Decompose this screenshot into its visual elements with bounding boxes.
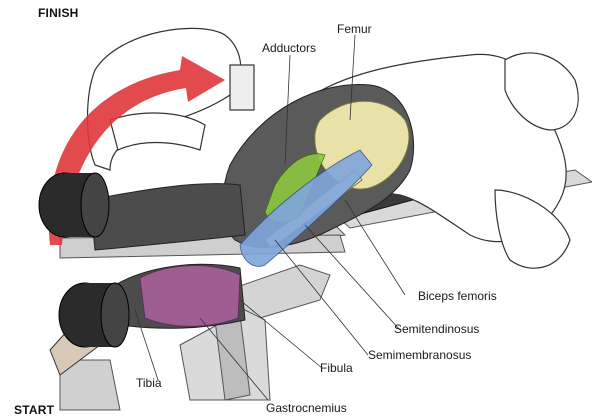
- femur-label: Femur: [337, 22, 372, 36]
- finish-label: FINISH: [38, 6, 79, 20]
- start-label: START: [14, 403, 54, 417]
- semimembranosus-label: Semimembranosus: [368, 348, 471, 362]
- gastrocnemius-muscle: [140, 266, 240, 327]
- fibula-label: Fibula: [320, 361, 353, 375]
- biceps-femoris-label: Biceps femoris: [418, 289, 497, 303]
- semitendinosus-label: Semitendinosus: [394, 322, 479, 336]
- tibia-label: Tibia: [136, 376, 162, 390]
- gastrocnemius-label: Gastrocnemius: [266, 401, 347, 415]
- adductors-label: Adductors: [262, 41, 316, 55]
